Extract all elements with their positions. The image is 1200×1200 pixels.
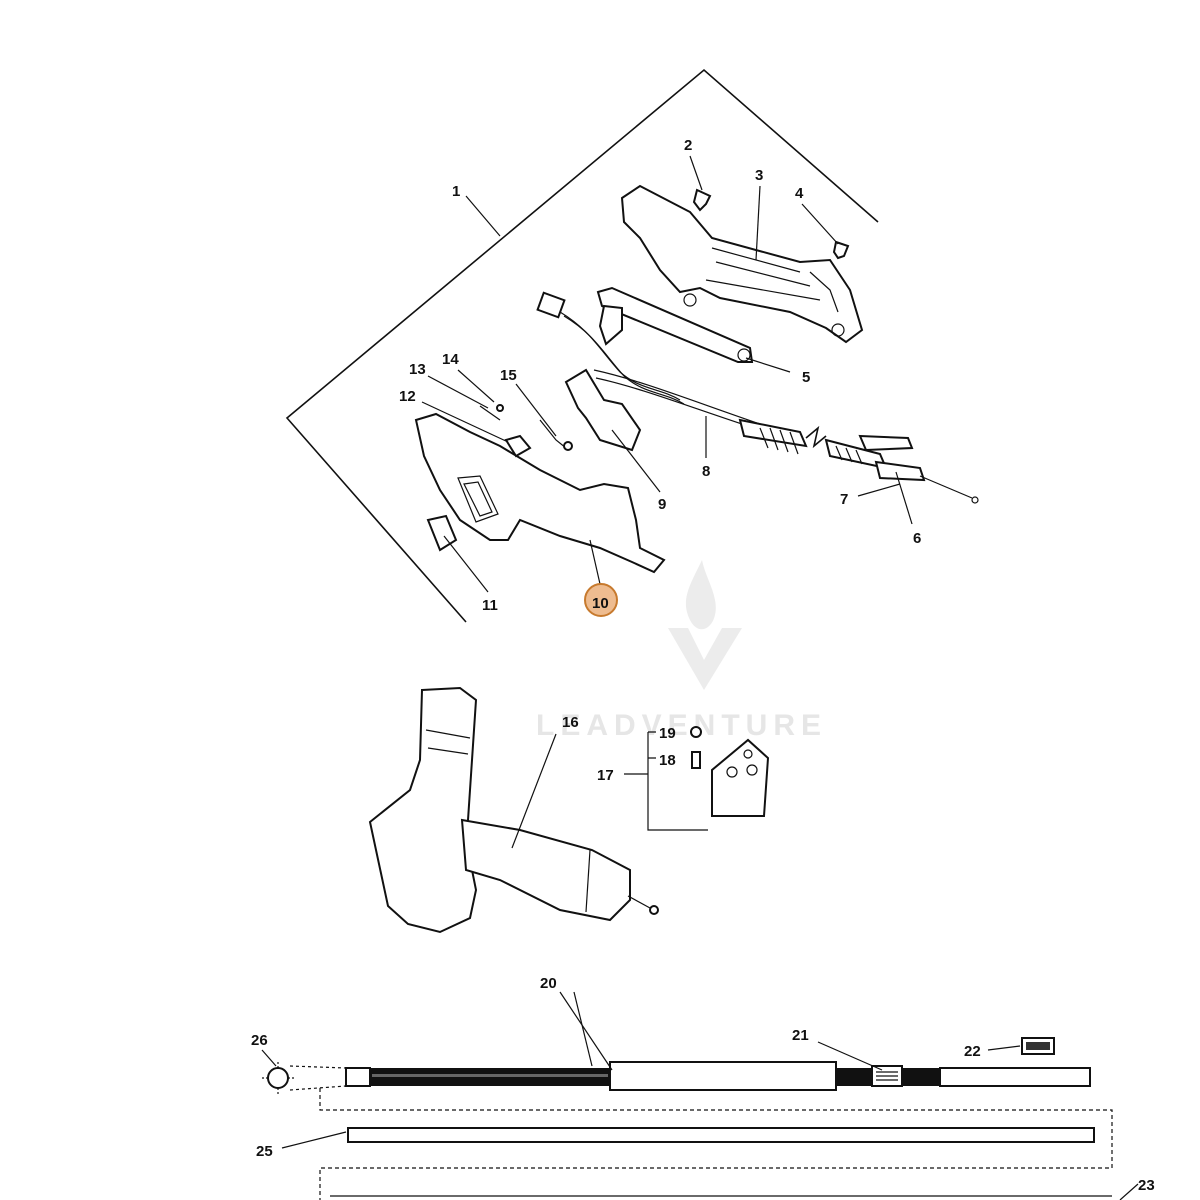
- highlight-marker[interactable]: [584, 583, 618, 617]
- part-16-harness: [368, 686, 659, 934]
- callout-25[interactable]: 25: [256, 1143, 273, 1160]
- callout-20[interactable]: 20: [540, 975, 557, 992]
- callout-10[interactable]: 10: [592, 595, 609, 612]
- callout-19[interactable]: 19: [659, 725, 676, 742]
- switch-wire: [536, 291, 685, 405]
- callout-13[interactable]: 13: [409, 361, 426, 378]
- part-10-handle-half: [414, 412, 666, 574]
- callout-16[interactable]: 16: [562, 714, 579, 731]
- callout-8[interactable]: 8: [702, 463, 710, 480]
- shaft-assembly: [261, 991, 1139, 1200]
- part-8-cable: [593, 369, 979, 504]
- callout-11[interactable]: 11: [482, 597, 498, 614]
- assembly-bracket: [285, 68, 879, 623]
- callout-4[interactable]: 4: [795, 185, 804, 202]
- callout-23[interactable]: 23: [1138, 1177, 1155, 1194]
- part-2-screw: [692, 188, 712, 212]
- callout-9[interactable]: 9: [658, 496, 666, 513]
- callout-1[interactable]: 1: [452, 183, 460, 200]
- callout-labels: 1 2 3 4 5 6 7 8 9 10 11 12 13 14 15 16 1…: [251, 137, 1155, 1194]
- callout-5[interactable]: 5: [802, 369, 810, 386]
- part-9-trigger: [564, 368, 642, 452]
- watermark: LEADVENTURE: [536, 560, 827, 742]
- callout-21[interactable]: 21: [792, 1027, 809, 1044]
- leader-lines-upper: [421, 155, 913, 593]
- callout-7[interactable]: 7: [840, 491, 848, 508]
- part-11-button: [426, 514, 458, 552]
- callout-6[interactable]: 6: [913, 530, 921, 547]
- small-parts: [479, 404, 573, 458]
- callout-18[interactable]: 18: [659, 752, 676, 769]
- watermark-text: LEADVENTURE: [536, 709, 827, 742]
- callout-14[interactable]: 14: [442, 351, 459, 368]
- callout-22[interactable]: 22: [964, 1043, 981, 1060]
- part-5-lever: [596, 286, 754, 363]
- part-3-handle-half: [620, 184, 864, 344]
- callout-3[interactable]: 3: [755, 167, 763, 184]
- part-4-screw: [832, 240, 850, 260]
- callout-17[interactable]: 17: [597, 767, 614, 784]
- callout-12[interactable]: 12: [399, 388, 416, 405]
- callout-2[interactable]: 2: [684, 137, 692, 154]
- callout-26[interactable]: 26: [251, 1032, 268, 1049]
- part-17-bracket: [624, 726, 770, 831]
- callout-15[interactable]: 15: [500, 367, 517, 384]
